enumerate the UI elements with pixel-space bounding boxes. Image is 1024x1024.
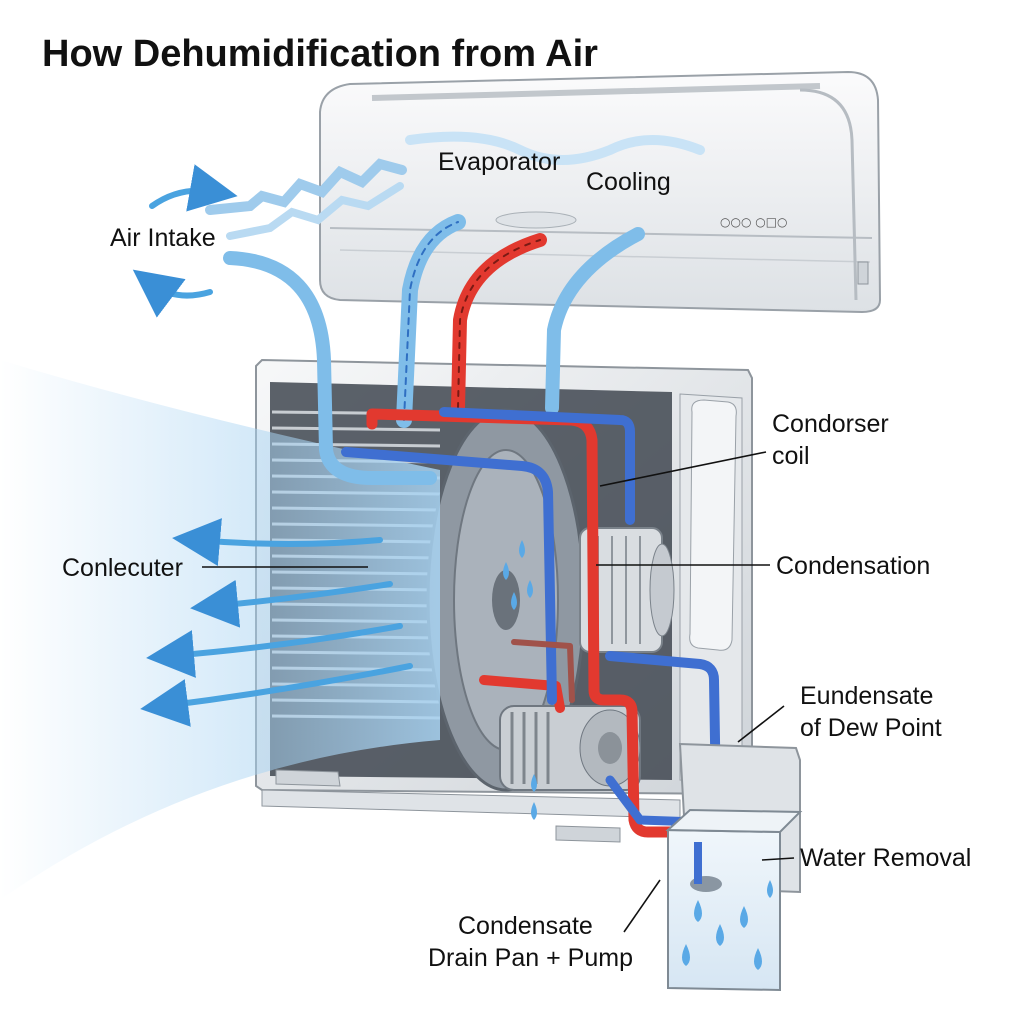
water-drop-icon [527, 580, 533, 598]
diagram-labels: Evaporator Cooling Air Intake Condorser … [62, 148, 971, 972]
label-condorser-line2: coil [772, 442, 810, 470]
indoor-unit-side-latch [857, 261, 869, 285]
water-drop-icon [531, 774, 537, 792]
drain-pan-pump [665, 742, 803, 992]
label-evaporator: Evaporator [438, 148, 560, 176]
water-drop-icon [519, 540, 525, 558]
water-drop-icon [740, 906, 748, 928]
indoor-unit-indicators: ○○○ ○□○ [720, 215, 788, 229]
label-water-removal: Water Removal [800, 844, 971, 872]
outdoor-unit-foot [275, 769, 341, 787]
water-drop-icon [511, 592, 517, 610]
water-drop-icon [716, 924, 724, 946]
label-condorser-line1: Condorser [772, 410, 889, 438]
water-drop-icon [531, 802, 537, 820]
label-cooling: Cooling [586, 168, 671, 196]
air-arrow-icon [172, 518, 383, 566]
label-condensation: Condensation [776, 552, 930, 580]
label-drain-line2: Drain Pan + Pump [428, 944, 633, 972]
page-title: How Dehumidification from Air [42, 33, 598, 75]
indoor-unit-vent-display [495, 211, 577, 229]
air-arrow-icon [146, 623, 403, 678]
air-arrow-icon [140, 663, 413, 727]
condensation-drops [503, 540, 537, 820]
water-drop-icon [503, 562, 509, 580]
outdoor-unit-foot [555, 825, 621, 843]
label-air-intake: Air Intake [110, 224, 216, 252]
water-drop-icon [767, 880, 773, 898]
water-drop-icon [682, 944, 690, 966]
air-intake-flow [132, 131, 705, 318]
moist-air-outflow [0, 360, 440, 900]
air-arrow-icon [132, 269, 213, 318]
label-eundensate-line2: of Dew Point [800, 714, 942, 742]
compressor-icon [499, 705, 641, 791]
label-eundensate-line1: Eundensate [800, 682, 933, 710]
air-arrow-icon [190, 579, 393, 628]
label-conlecuter: Conlecuter [62, 554, 183, 582]
water-drop-icon [694, 900, 702, 922]
air-arrow-icon [149, 164, 238, 212]
label-drain-line1: Condensate [458, 912, 593, 940]
refrigerant-lines [223, 214, 722, 877]
fan-motor [579, 527, 675, 653]
leader-lines [202, 451, 795, 933]
water-drop-icon [754, 948, 762, 970]
